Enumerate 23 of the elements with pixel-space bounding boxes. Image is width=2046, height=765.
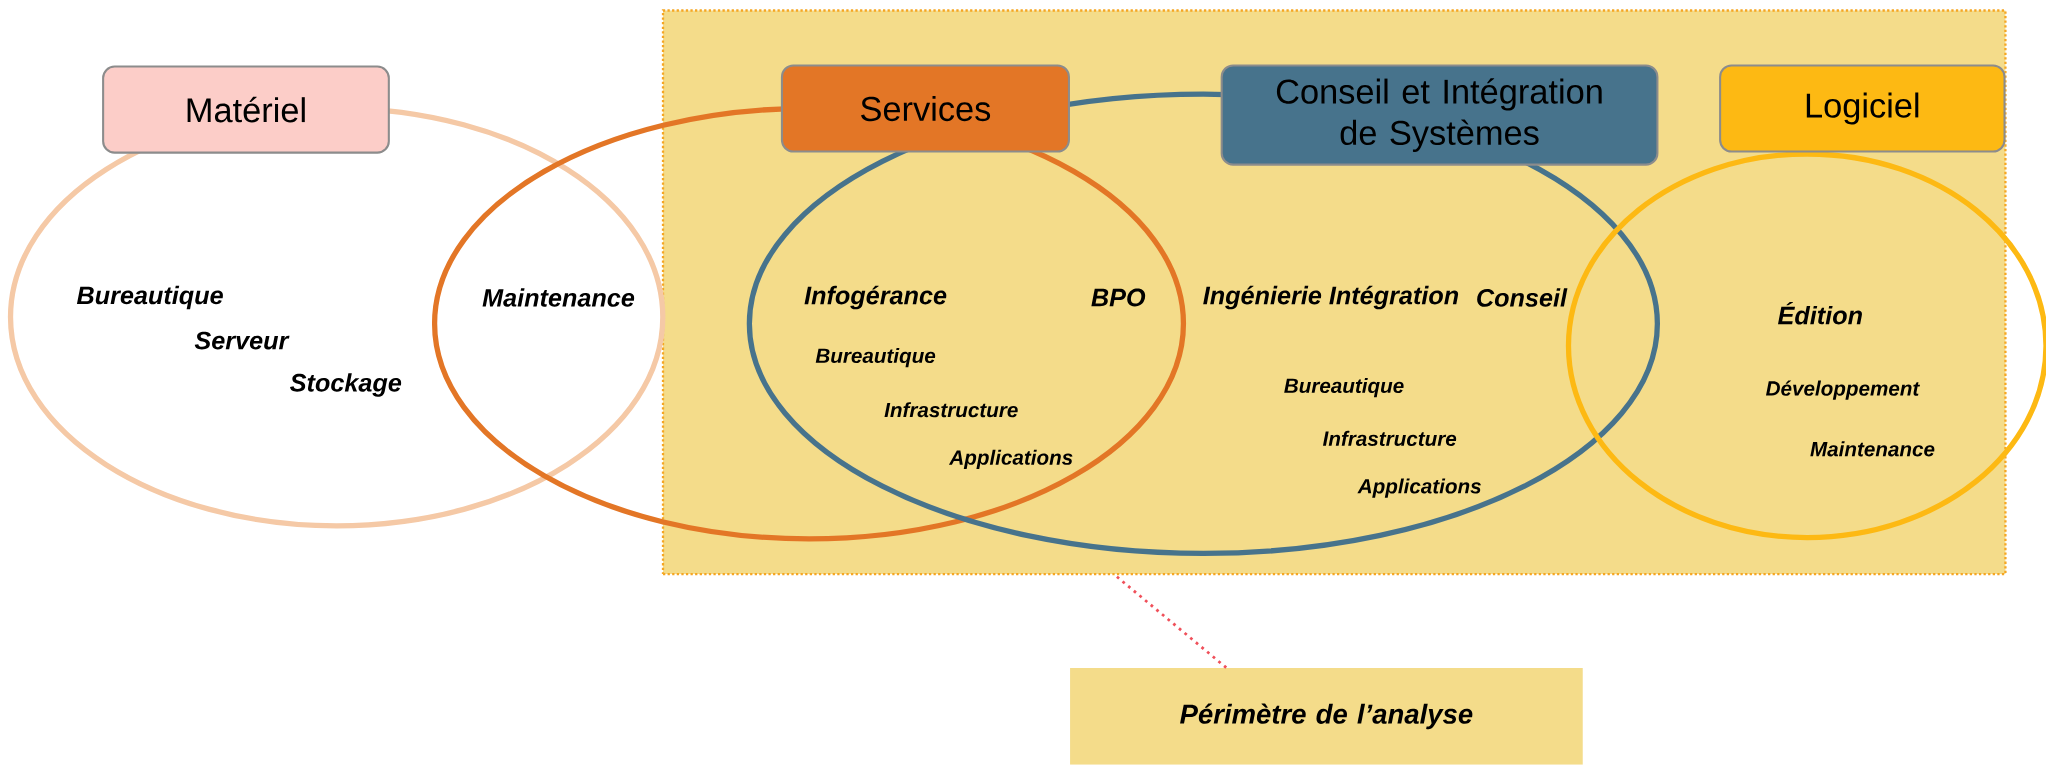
category-box: Matériel: [102, 65, 390, 154]
item-label: Développement: [1766, 380, 1920, 401]
item-label: Maintenance: [482, 288, 635, 307]
item-label: Infrastructure: [1322, 431, 1457, 447]
item-label: Ingénierie Intégration: [1203, 285, 1459, 310]
item-label: Stockage: [290, 373, 402, 397]
leader-line: [1114, 574, 1228, 669]
item-label: Édition: [1778, 302, 1862, 325]
category-box: Logiciel: [1719, 64, 2006, 153]
item-label: Applications: [948, 449, 1073, 470]
item-label: Bureautique: [815, 348, 936, 368]
item-label: Applications: [1357, 478, 1481, 498]
item-label: Bureautique: [1284, 378, 1404, 398]
item-label: Bureautique: [76, 285, 223, 310]
item-label: BPO: [1091, 288, 1146, 307]
item-label: Infogérance: [804, 285, 947, 310]
category-box: Conseil et Intégration de Systèmes: [1220, 64, 1659, 166]
item-label: Conseil: [1477, 288, 1568, 307]
item-label: Infrastructure: [884, 402, 1018, 418]
category-box: Services: [780, 64, 1070, 153]
item-label: Maintenance: [1810, 441, 1935, 457]
callout-box: Périmètre de l’analyse: [1070, 668, 1583, 765]
item-label: Serveur: [194, 331, 290, 350]
